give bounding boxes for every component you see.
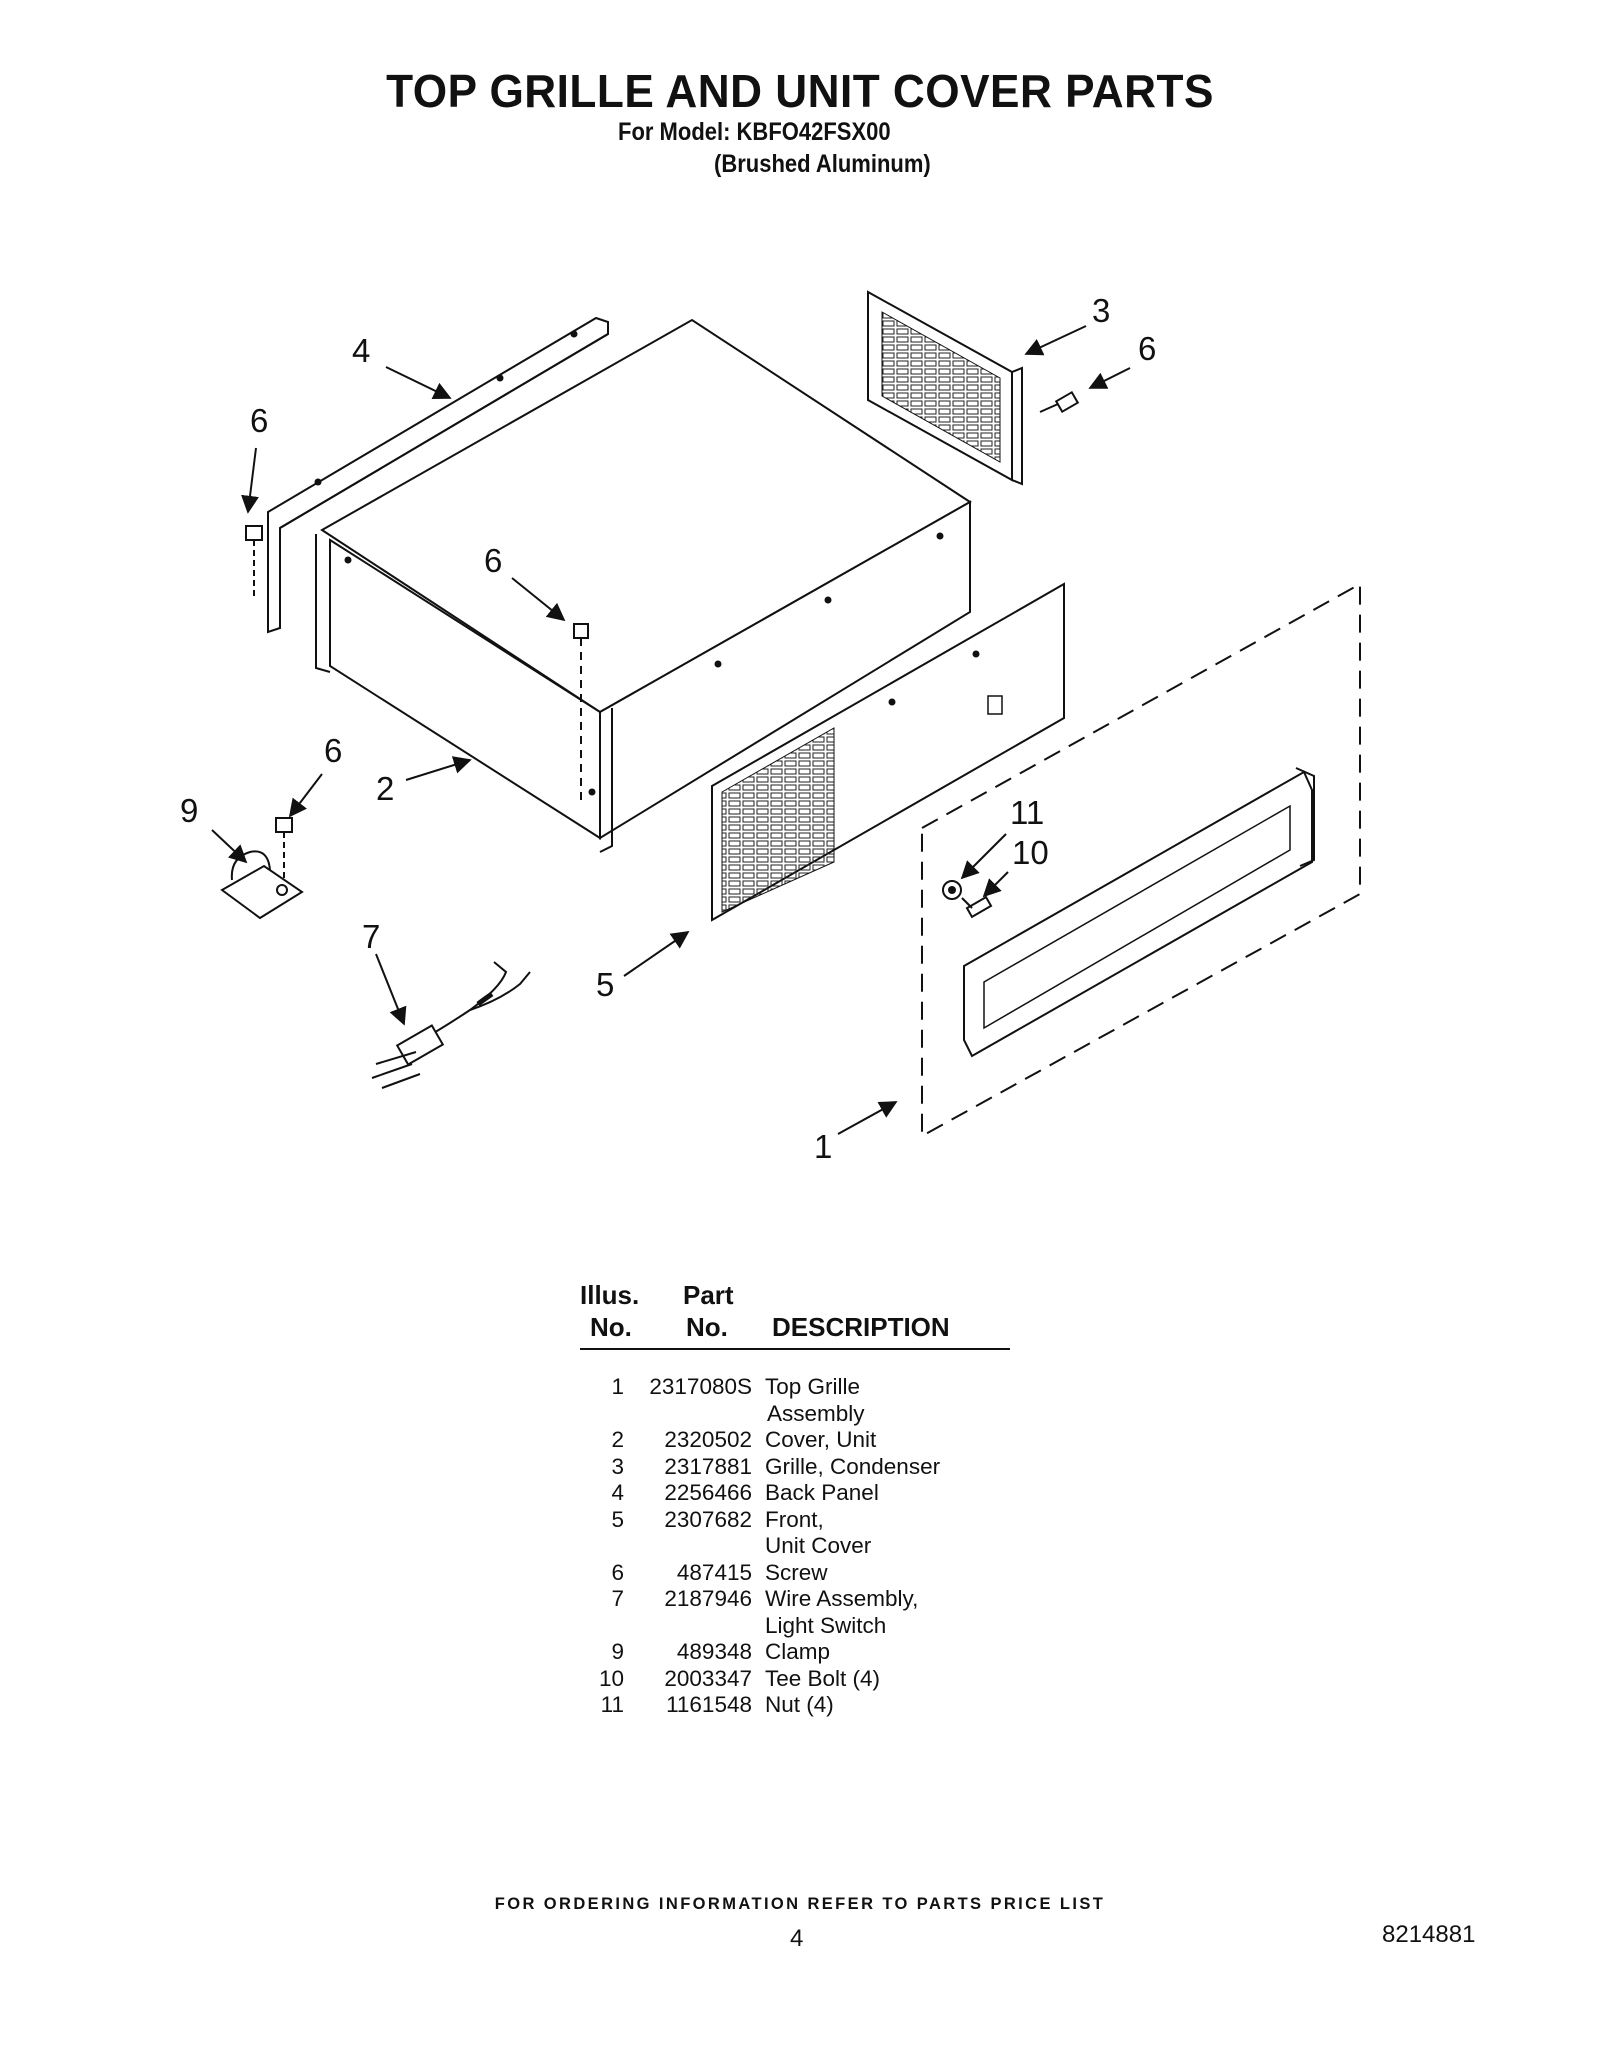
- table-row-continuation: Assembly: [580, 1401, 1010, 1428]
- part-no: 2317080S: [649, 1374, 752, 1399]
- callout-9: 9: [180, 792, 198, 829]
- table-row: 6 487415 Screw: [580, 1560, 1010, 1587]
- callout-1: 1: [814, 1128, 832, 1165]
- page-number: 4: [790, 1925, 804, 1952]
- table-row: 4 2256466 Back Panel: [580, 1480, 1010, 1507]
- illus-no: 5: [611, 1506, 624, 1532]
- table-row: 7 2187946 Wire Assembly,: [580, 1586, 1010, 1613]
- part-no: 487415: [676, 1559, 752, 1585]
- description: Nut (4): [765, 1692, 834, 1717]
- description: Front,: [765, 1506, 824, 1532]
- table-row: 11 1161548 Nut (4): [580, 1692, 1010, 1719]
- top-grille-assembly-part: [921, 582, 1361, 1138]
- description: Cover, Unit: [765, 1427, 877, 1452]
- illus-no: 9: [611, 1639, 624, 1664]
- table-row: 9 489348 Clamp: [580, 1639, 1010, 1666]
- page-title: TOP GRILLE AND UNIT COVER PARTS: [386, 65, 1214, 117]
- parts-table-header: Illus. No. Part No. DESCRIPTION: [580, 1280, 1010, 1350]
- description: Top Grille: [765, 1374, 861, 1399]
- description: Back Panel: [765, 1480, 879, 1505]
- part-no: 2256466: [664, 1480, 752, 1505]
- illus-no: 7: [611, 1586, 624, 1611]
- illus-no: 2: [611, 1427, 624, 1452]
- parts-table: Illus. No. Part No. DESCRIPTION 1 231708…: [580, 1280, 1010, 1717]
- header-description: DESCRIPTION: [772, 1312, 950, 1342]
- callout-10: 10: [1012, 834, 1049, 871]
- callout-6-clamp: 6: [324, 732, 342, 769]
- header-part-2: No.: [686, 1312, 728, 1342]
- clamp-part: [220, 850, 304, 920]
- illus-no: 6: [611, 1559, 624, 1585]
- ordering-note: FOR ORDERING INFORMATION REFER TO PARTS …: [494, 1895, 1106, 1913]
- callout-leaders: [211, 325, 1131, 1135]
- callout-6-cover: 6: [484, 542, 502, 579]
- illus-no: 3: [611, 1453, 624, 1479]
- table-row-continuation: Unit Cover: [580, 1533, 1010, 1560]
- model-line: For Model: KBFO42FSX00: [618, 118, 891, 146]
- unit-cover-part: [315, 318, 972, 853]
- condenser-grille-part: [867, 290, 1023, 486]
- front-unit-cover-part: [711, 582, 1065, 922]
- description: Tee Bolt (4): [765, 1665, 881, 1691]
- table-row: 5 2307682 Front,: [580, 1507, 1010, 1534]
- description-continued: Unit Cover: [765, 1533, 872, 1558]
- description: Screw: [765, 1559, 828, 1585]
- callout-11: 11: [1010, 794, 1044, 831]
- finish-line: (Brushed Aluminum): [714, 150, 931, 178]
- description-continued: Light Switch: [765, 1612, 887, 1638]
- table-row-continuation: Light Switch: [580, 1613, 1010, 1640]
- callout-5: 5: [596, 966, 614, 1003]
- table-row: 3 2317881 Grille, Condenser: [580, 1454, 1010, 1481]
- illus-no: 11: [600, 1692, 624, 1717]
- header-illus-1: Illus.: [580, 1280, 640, 1310]
- illus-no: 1: [611, 1374, 624, 1399]
- exploded-parts-diagram: 4 3 6 6 6 6 2 9 11 10 7 5 1: [180, 290, 1361, 1165]
- back-panel-part: [267, 316, 609, 634]
- callout-6-grille: 6: [1138, 330, 1156, 367]
- part-no: 2187946: [664, 1586, 752, 1611]
- part-no: 2307682: [664, 1506, 752, 1532]
- description: Grille, Condenser: [765, 1453, 941, 1479]
- wire-assembly-part: [371, 961, 531, 1089]
- header-illus-2: No.: [590, 1312, 632, 1342]
- header-part-1: Part: [683, 1280, 734, 1310]
- part-no: 2317881: [664, 1453, 752, 1479]
- table-row: 2 2320502 Cover, Unit: [580, 1427, 1010, 1454]
- parts-table-body: 1 2317080S Top Grille Assembly 2 2320502…: [580, 1374, 1010, 1719]
- part-no: 1161548: [666, 1692, 752, 1717]
- table-row: 1 2317080S Top Grille: [580, 1374, 1010, 1401]
- illus-no: 10: [598, 1665, 624, 1691]
- callout-6-back: 6: [250, 402, 268, 439]
- description: Clamp: [765, 1639, 831, 1664]
- part-no: 489348: [676, 1639, 752, 1664]
- nut-part: [942, 880, 962, 900]
- callout-3: 3: [1092, 292, 1110, 329]
- callout-2: 2: [376, 770, 394, 807]
- callout-4: 4: [352, 332, 370, 369]
- illus-no: 4: [611, 1480, 624, 1505]
- table-row: 10 2003347 Tee Bolt (4): [580, 1666, 1010, 1693]
- document-number: 8214881: [1382, 1921, 1476, 1948]
- part-no: 2003347: [664, 1665, 752, 1691]
- callout-7: 7: [362, 918, 380, 955]
- screw-part: [245, 390, 1080, 880]
- tee-bolt-part: [961, 895, 993, 919]
- description-continued: Assembly: [767, 1400, 865, 1426]
- part-no: 2320502: [664, 1427, 752, 1452]
- description: Wire Assembly,: [765, 1586, 919, 1611]
